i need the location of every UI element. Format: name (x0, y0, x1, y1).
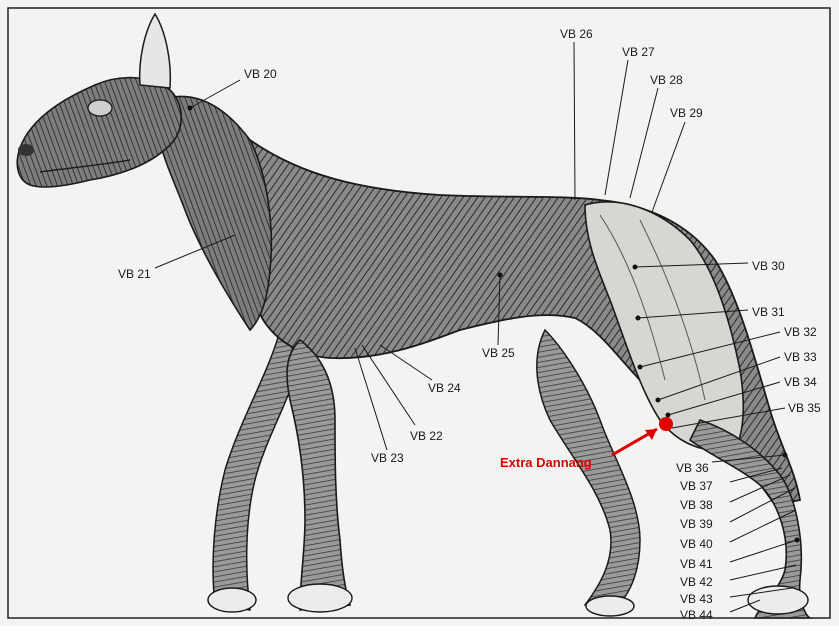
fore-paw (288, 584, 352, 612)
eye (88, 100, 112, 116)
label-vb22: VB 22 (410, 429, 443, 443)
vb31-point (636, 316, 641, 321)
label-extra-dannang: Extra Dannang (500, 455, 592, 470)
label-vb28: VB 28 (650, 73, 683, 87)
label-vb30: VB 30 (752, 259, 785, 273)
vb33-point (656, 398, 661, 403)
nose (18, 144, 34, 156)
label-vb21: VB 21 (118, 267, 151, 281)
far-fore-paw (208, 588, 256, 612)
label-vb35: VB 35 (788, 401, 821, 415)
label-vb31: VB 31 (752, 305, 785, 319)
label-vb32: VB 32 (784, 325, 817, 339)
extra-dannang-point (659, 417, 673, 431)
vb32-point (638, 365, 643, 370)
label-vb29: VB 29 (670, 106, 703, 120)
far-hind-paw (586, 596, 634, 616)
label-vb43: VB 43 (680, 592, 713, 606)
label-vb24: VB 24 (428, 381, 461, 395)
vb25-point (498, 273, 503, 278)
label-vb33: VB 33 (784, 350, 817, 364)
label-vb27: VB 27 (622, 45, 655, 59)
label-vb40: VB 40 (680, 537, 713, 551)
vb34-point (666, 413, 671, 418)
vb41-point (795, 538, 800, 543)
label-vb23: VB 23 (371, 451, 404, 465)
vb36-point (783, 453, 788, 458)
label-vb20: VB 20 (244, 67, 277, 81)
label-vb38: VB 38 (680, 498, 713, 512)
label-vb41: VB 41 (680, 557, 713, 571)
label-vb42: VB 42 (680, 575, 713, 589)
label-vb36: VB 36 (676, 461, 709, 475)
label-vb37: VB 37 (680, 479, 713, 493)
vb30-point (633, 265, 638, 270)
label-vb44: VB 44 (680, 608, 713, 622)
label-vb26: VB 26 (560, 27, 593, 41)
vb20-point (188, 106, 193, 111)
label-vb34: VB 34 (784, 375, 817, 389)
label-vb39: VB 39 (680, 517, 713, 531)
label-vb25: VB 25 (482, 346, 515, 360)
